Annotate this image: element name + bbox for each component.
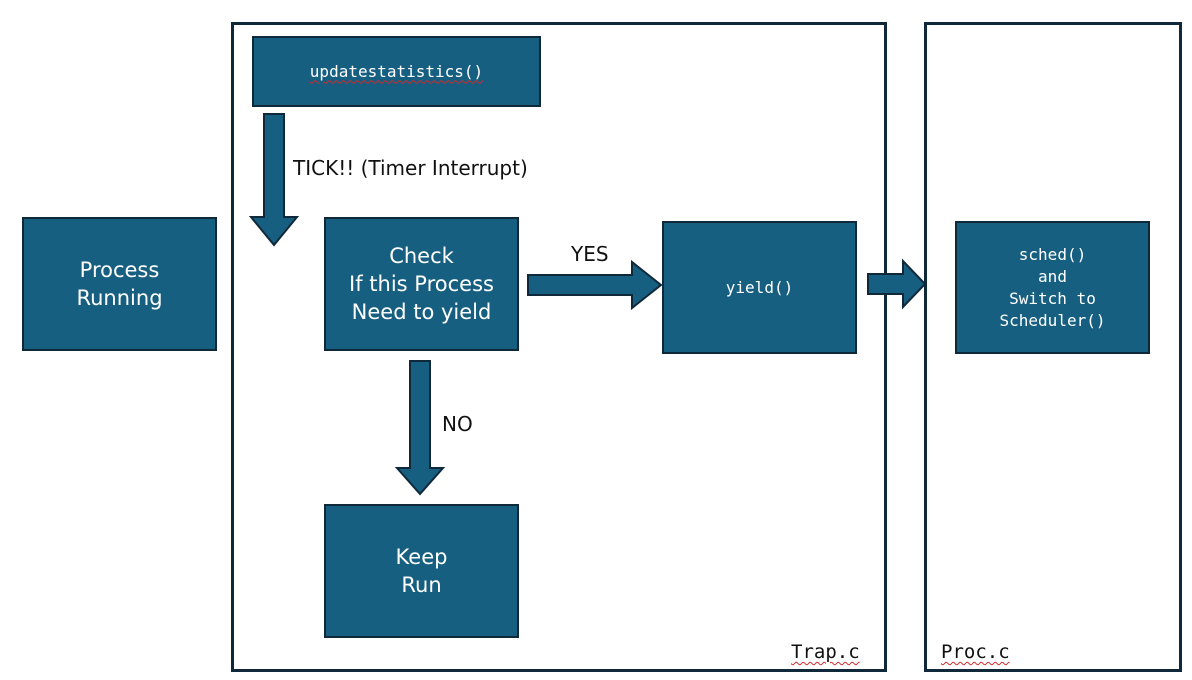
sched-node: sched() and Switch to Scheduler() xyxy=(955,221,1150,354)
yield-label: yield() xyxy=(725,277,794,297)
keep-run-node: Keep Run xyxy=(324,504,519,638)
yes-arrow xyxy=(527,259,663,311)
trap-c-label: Trap.c xyxy=(791,641,860,663)
process-running-node: Process Running xyxy=(22,217,217,351)
proc-c-label: Proc.c xyxy=(941,641,1010,663)
process-running-label: Process Running xyxy=(76,258,163,310)
keep-run-label: Keep Run xyxy=(395,545,448,597)
yield-node: yield() xyxy=(662,221,857,354)
no-label: NO xyxy=(442,412,473,436)
sched-label: sched() and Switch to Scheduler() xyxy=(999,244,1106,330)
tick-label: TICK!! (Timer Interrupt) xyxy=(293,156,528,180)
no-arrow xyxy=(394,360,446,496)
check-yield-node: Check If this Process Need to yield xyxy=(324,217,519,351)
updatestatistics-label: updatestatistics() xyxy=(309,61,484,81)
tick-arrow xyxy=(248,113,300,247)
updatestatistics-node: updatestatistics() xyxy=(252,36,541,107)
yes-label: YES xyxy=(571,242,609,266)
check-yield-label: Check If this Process Need to yield xyxy=(349,244,494,324)
yield-to-sched-arrow xyxy=(867,258,927,310)
